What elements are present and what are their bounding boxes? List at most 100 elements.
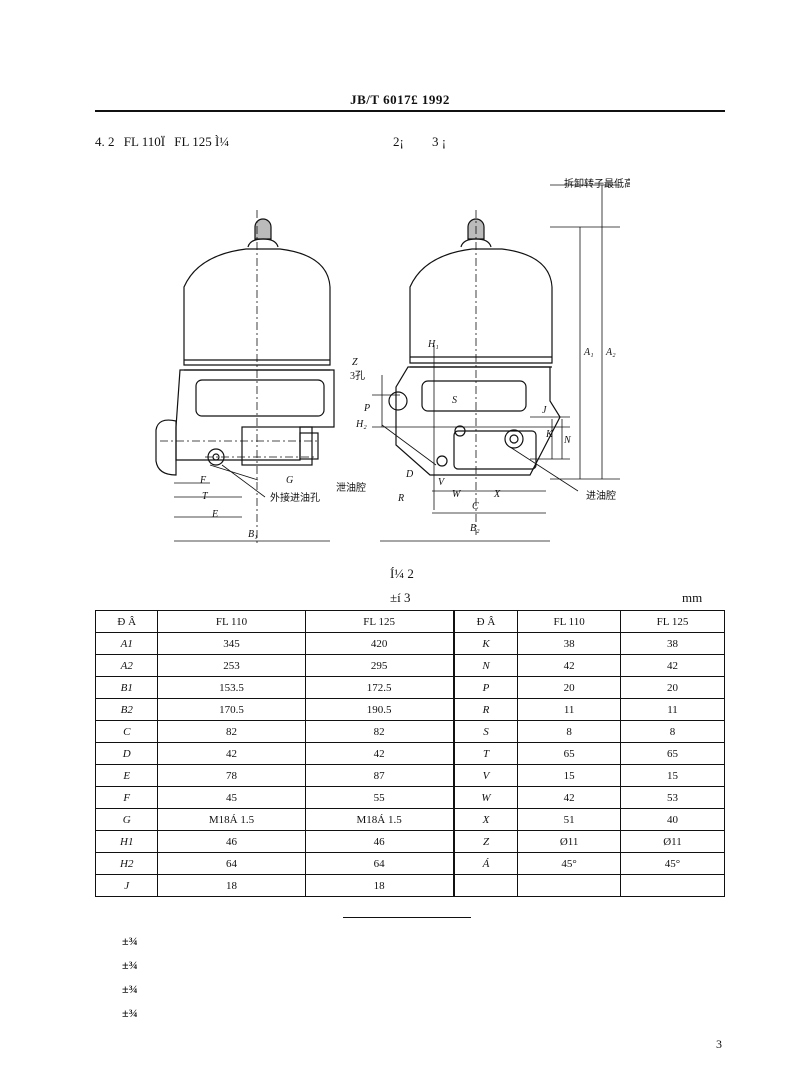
value-cell: 42 — [304, 742, 455, 765]
symbol-cell: H1 — [94, 830, 159, 853]
header-cell: Ð Â — [453, 610, 519, 633]
value-cell: 51 — [517, 808, 621, 831]
value-cell: 42 — [517, 786, 621, 809]
value-cell: 11 — [619, 698, 726, 721]
page-number: 3 — [716, 1037, 722, 1051]
value-cell: 20 — [517, 676, 621, 699]
symbol-cell: T — [453, 742, 519, 765]
symbol-cell: B2 — [94, 698, 159, 721]
value-cell: 15 — [517, 764, 621, 787]
value-cell: 87 — [304, 764, 455, 787]
symbol-cell: W — [453, 786, 519, 809]
symbol-cell: N — [453, 654, 519, 677]
header-cell: FL 110 — [157, 610, 306, 633]
value-cell: Ø11 — [619, 830, 726, 853]
value-cell: 420 — [304, 632, 455, 655]
section-ref-2: 3 ¡ — [432, 134, 447, 149]
table-header-row: Ð Â FL 110 FL 125 Ð Â FL 110 FL 125 — [94, 610, 726, 633]
value-cell: 40 — [619, 808, 726, 831]
value-cell: M18Á 1.5 — [157, 808, 306, 831]
table-caption: ±í 3 — [390, 590, 411, 605]
note-line: ±¾ — [122, 934, 138, 948]
symbol-cell: S — [453, 720, 519, 743]
right-view — [372, 184, 620, 542]
svg-text:W: W — [452, 489, 462, 500]
symbol-cell: J — [94, 874, 159, 897]
end-rule — [343, 917, 471, 918]
value-cell: 38 — [619, 632, 726, 655]
svg-text:外接进油孔: 外接进油孔 — [270, 491, 320, 504]
value-cell: 42 — [517, 654, 621, 677]
svg-text:K: K — [545, 429, 554, 440]
top-note-label: 拆卸转子最低高度 — [564, 177, 630, 190]
symbol-cell — [453, 874, 519, 897]
symbol-cell: H2 — [94, 852, 159, 875]
svg-text:B₁: B₁ — [248, 529, 258, 540]
value-cell: 172.5 — [304, 676, 455, 699]
svg-text:D: D — [405, 469, 414, 480]
value-cell: 45 — [157, 786, 306, 809]
value-cell: 18 — [304, 874, 455, 897]
svg-text:P: P — [363, 403, 370, 414]
value-cell: 65 — [619, 742, 726, 765]
note-line: ±¾ — [122, 1006, 138, 1020]
svg-text:J: J — [542, 405, 547, 416]
header-cell: FL 110 — [517, 610, 621, 633]
svg-text:B₂: B₂ — [470, 523, 480, 534]
svg-text:G: G — [286, 475, 293, 486]
value-cell: 11 — [517, 698, 621, 721]
svg-text:A₂: A₂ — [605, 347, 616, 358]
value-cell: 8 — [619, 720, 726, 743]
symbol-cell: P — [453, 676, 519, 699]
symbol-cell: K — [453, 632, 519, 655]
value-cell: 345 — [157, 632, 306, 655]
symbol-cell: V — [453, 764, 519, 787]
value-cell: 170.5 — [157, 698, 306, 721]
section-ref-1: 2¡ — [393, 134, 404, 149]
value-cell: 78 — [157, 764, 306, 787]
svg-text:V: V — [438, 477, 446, 488]
value-cell: 153.5 — [157, 676, 306, 699]
symbol-cell: X — [453, 808, 519, 831]
value-cell: 46 — [304, 830, 455, 853]
separator-drawing: 拆卸转子最低高度 G F T E B₁ 外接进油孔 Z 3孔 H₁ H₂ P S… — [155, 177, 630, 545]
section-item-1: FL 110Ï — [123, 134, 166, 149]
value-cell: 18 — [157, 874, 306, 897]
section-item-2: FL 125 Ì¼ — [174, 134, 230, 149]
section-number: 4. 2 — [95, 134, 115, 149]
value-cell: 45° — [517, 852, 621, 875]
svg-text:R: R — [397, 493, 404, 504]
value-cell: 8 — [517, 720, 621, 743]
figure-caption: Í¼ 2 — [390, 566, 414, 581]
left-view — [155, 210, 335, 545]
value-cell: 295 — [304, 654, 455, 677]
header-cell: Ð Â — [94, 610, 159, 633]
value-cell: 82 — [304, 720, 455, 743]
value-cell: 65 — [517, 742, 621, 765]
value-cell — [517, 874, 621, 897]
symbol-cell: Z — [453, 830, 519, 853]
value-cell: 45° — [619, 852, 726, 875]
standard-header: JB/T 6017£ 1992 — [350, 92, 450, 107]
symbol-cell: B1 — [94, 676, 159, 699]
svg-text:3孔: 3孔 — [350, 370, 365, 382]
value-cell: 46 — [157, 830, 306, 853]
note-line: ±¾ — [122, 982, 138, 996]
header-cell: FL 125 — [304, 610, 455, 633]
symbol-cell: A2 — [94, 654, 159, 677]
table-unit: mm — [682, 590, 703, 605]
svg-text:F: F — [199, 475, 207, 486]
value-cell: 64 — [157, 852, 306, 875]
value-cell: 53 — [619, 786, 726, 809]
svg-text:S: S — [452, 395, 457, 406]
symbol-cell: F — [94, 786, 159, 809]
svg-text:H₁: H₁ — [427, 339, 439, 350]
value-cell: 38 — [517, 632, 621, 655]
